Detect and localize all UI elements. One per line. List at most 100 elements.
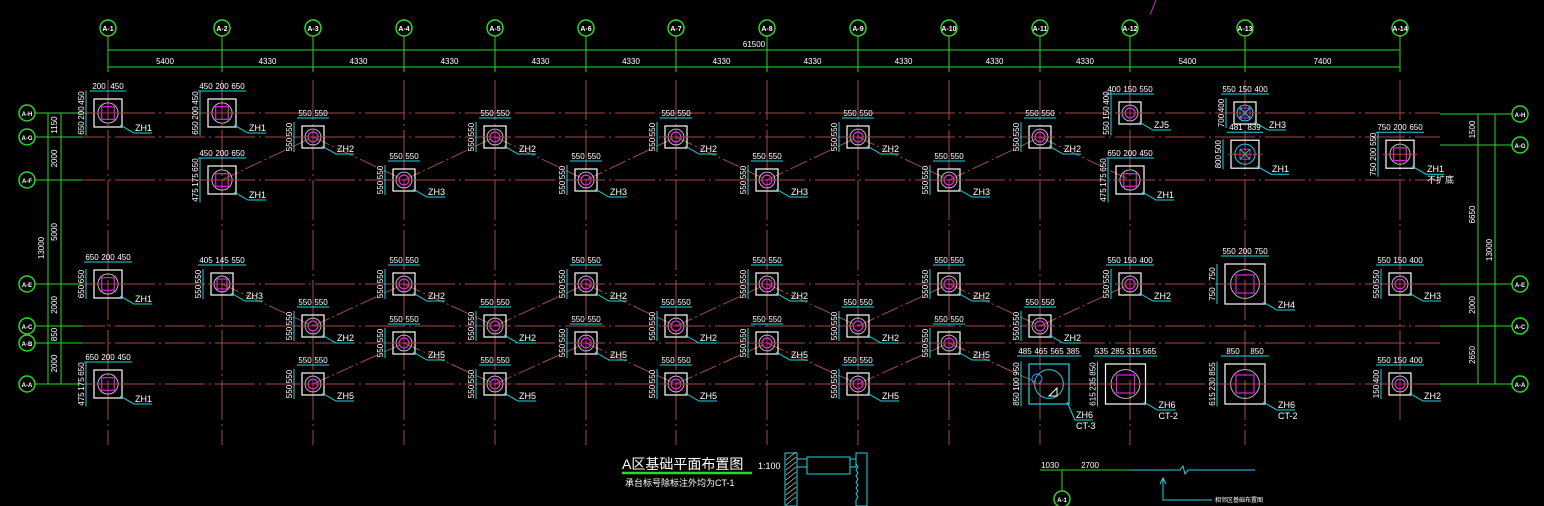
dimension-text: 550 [648, 311, 657, 325]
dimension-text: 550 [314, 109, 328, 118]
dimension-text: 550 [285, 311, 294, 325]
leader-line [233, 124, 266, 134]
pile-label: ZH1 [1427, 164, 1444, 174]
dimension-text: 550 [376, 284, 385, 298]
axis-bubble [304, 19, 322, 37]
axis-label: A-3 [307, 26, 318, 33]
pile-note: 不扩底 [1427, 174, 1454, 185]
dimension-text: 550 [859, 298, 873, 307]
axis-label: A-11 [1033, 26, 1048, 33]
dimension-text: 200 [77, 106, 86, 120]
dimension-text: 650 [85, 353, 99, 362]
beam-end [849, 458, 857, 468]
pile-label: ZH2 [1064, 333, 1081, 343]
axis-bubble [1511, 136, 1529, 154]
tie-beam-line [1039, 136, 1131, 181]
dimension-text: 550 [768, 256, 782, 265]
pile-label: ZH2 [700, 144, 717, 154]
axis-label: A-5 [489, 26, 500, 33]
dimension-text: 550 [194, 269, 203, 283]
dimension-span: 4330 [1076, 57, 1094, 66]
dimension-text: 400 [1254, 85, 1268, 94]
dimension-text: 550 [571, 152, 585, 161]
dimension-left: 850 [50, 327, 59, 341]
dimension-text: 400 [1139, 256, 1153, 265]
dimension-text: 650 [77, 362, 86, 376]
dimension-text: 550 [934, 152, 948, 161]
axis-bubble [1031, 19, 1049, 37]
pile-label: ZH2 [337, 333, 354, 343]
dimension-text: 400 [1107, 85, 1121, 94]
dimension-text: 550 [467, 384, 476, 398]
dimension-text: 550 [830, 326, 839, 340]
tie-beam-line [221, 283, 314, 327]
leader-line [866, 334, 899, 344]
axis-label: A-2 [216, 26, 227, 33]
dimension-text: 550 [496, 356, 510, 365]
dimension-text: 550 [1012, 326, 1021, 340]
dimension-text: 750 [1369, 162, 1378, 176]
leader-line [1262, 301, 1295, 311]
dimension-text: 550 [480, 109, 494, 118]
leader-line [957, 188, 990, 198]
leader-line [775, 188, 808, 198]
dimension-text: 385 [1066, 347, 1080, 356]
dimension-text: 550 [830, 311, 839, 325]
dimension-text: 650 [191, 158, 200, 172]
leader-line [1262, 401, 1295, 411]
axis-label: A-9 [852, 26, 863, 33]
leader-line [594, 188, 627, 198]
leader-line [1138, 121, 1171, 131]
dimension-text: 150 [1372, 384, 1381, 398]
dimension-text: 550 [285, 384, 294, 398]
axis-label: A-B [22, 342, 33, 348]
dimension-text: 550 [1369, 132, 1378, 146]
dimension-text: 550 [830, 122, 839, 136]
leader-line [503, 334, 536, 344]
dimension-text: 550 [571, 315, 585, 324]
axis-bubble [758, 19, 776, 37]
hatch-line [785, 491, 797, 501]
leader-line [957, 292, 990, 302]
dimension-text: 800 [1214, 154, 1223, 168]
dimension-text: 400 [1372, 369, 1381, 383]
dimension-bottom: 2700 [1081, 461, 1099, 470]
drawing-subtitle: 承台标号除标注外均为CT-1 [625, 477, 735, 488]
dimension-bottom: 1030 [1041, 461, 1059, 470]
dimension-text: 550 [950, 256, 964, 265]
axis-bubble [486, 19, 504, 37]
dimension-span: 4330 [622, 57, 640, 66]
dimension-text: 150 [1238, 85, 1252, 94]
pile-label: ZH1 [135, 123, 152, 133]
axis-label: A-10 [941, 26, 956, 33]
dimension-text: 550 [843, 298, 857, 307]
dimension-text: 400 [1409, 256, 1423, 265]
axis-label: A-8 [761, 26, 772, 33]
axis-label: A-13 [1237, 26, 1252, 33]
leader-line [1149, 0, 1157, 16]
dimension-text: 750 [1254, 247, 1268, 256]
dimension-text: 550 [1372, 284, 1381, 298]
dimension-text: 550 [739, 328, 748, 342]
pile-label: ZH3 [610, 187, 627, 197]
dimension-text: 550 [231, 256, 245, 265]
axis-label: A-F [22, 179, 32, 185]
dimension-text: 550 [648, 137, 657, 151]
dimension-text: 550 [661, 109, 675, 118]
axis-label: A-H [1515, 113, 1526, 119]
dimension-text: 405 [199, 256, 213, 265]
hatch-line [785, 476, 797, 486]
dimension-text: 200 [215, 82, 229, 91]
dimension-text: 550 [1041, 109, 1055, 118]
axis-bubble [18, 128, 36, 146]
pile-label: ZH3 [973, 187, 990, 197]
leader-line [1138, 292, 1171, 302]
